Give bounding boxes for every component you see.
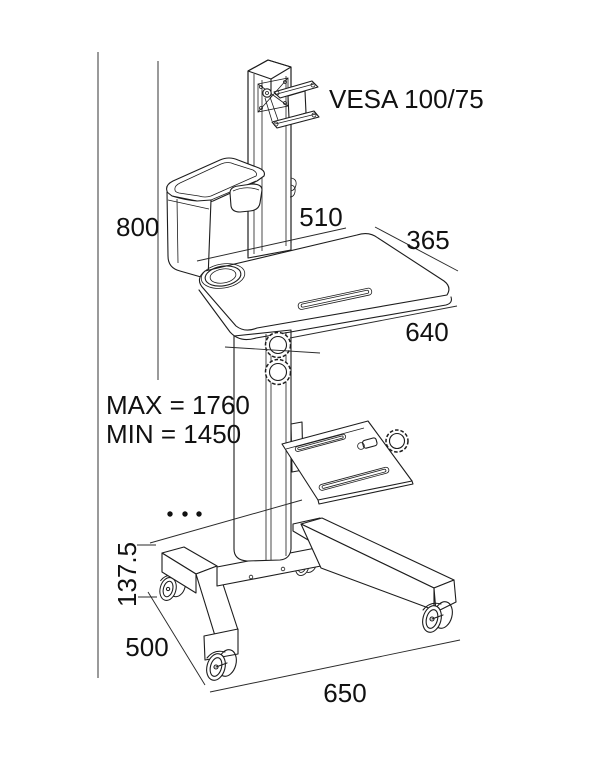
vesa-mount xyxy=(257,77,320,129)
dim-label-650: 650 xyxy=(323,678,366,708)
cable-clip xyxy=(289,177,297,198)
basket-cup xyxy=(229,183,263,213)
base-front-left-foot xyxy=(203,628,239,661)
max-height-label: MAX = 1760 xyxy=(106,390,250,420)
dim-leader-worktop-underside xyxy=(224,346,321,354)
base-left-block-front xyxy=(161,552,197,594)
dim-label-137-5: 137.5 xyxy=(112,542,142,607)
base-screw xyxy=(280,566,286,572)
min-height-label: MIN = 1450 xyxy=(106,419,241,449)
tray-bolt xyxy=(362,437,378,449)
height-adjust-dots-icon xyxy=(167,511,202,517)
vesa-plate-upper xyxy=(273,80,319,99)
vesa-hinge xyxy=(262,88,272,98)
base-screw xyxy=(248,574,254,580)
dim-label-640: 640 xyxy=(405,317,448,347)
pen-slot xyxy=(297,287,373,310)
cart-drawing xyxy=(159,59,457,681)
tray-bolt-head xyxy=(357,442,365,450)
dim-line-510 xyxy=(196,227,347,262)
storage-basket xyxy=(166,157,265,280)
cup-holder-icon xyxy=(204,265,242,287)
dim-label-510: 510 xyxy=(299,202,342,232)
worktop-edge xyxy=(198,289,452,341)
caster-front-left-icon xyxy=(206,649,237,681)
basket-front xyxy=(166,191,212,280)
adjustment-knobs xyxy=(264,331,292,386)
dim-line-500 xyxy=(147,591,206,686)
vesa-label: VESA 100/75 xyxy=(329,84,484,114)
basket-rim-inner xyxy=(174,162,257,198)
dimension-annotations: 510 365 640 800 VESA 100/75 MAX = 1760 M… xyxy=(97,52,484,708)
cup-holder-recess xyxy=(200,263,246,289)
dim-line-650 xyxy=(209,639,461,693)
caster-base xyxy=(159,517,457,681)
caster-front-right-icon xyxy=(422,601,453,633)
dim-label-365: 365 xyxy=(406,225,449,255)
dim-line-365 xyxy=(374,226,459,272)
worktop xyxy=(198,232,452,341)
tray-slot xyxy=(294,433,347,452)
dim-line-640 xyxy=(289,305,458,339)
keyboard-tray xyxy=(281,420,414,505)
tray-slot xyxy=(318,466,390,491)
lower-column-body xyxy=(233,329,292,562)
dim-leader-base-top xyxy=(149,499,303,544)
dim-label-800: 800 xyxy=(116,212,159,242)
worktop-surface xyxy=(198,232,450,331)
dim-label-500: 500 xyxy=(125,632,168,662)
caster-rear-left-icon xyxy=(159,573,187,601)
